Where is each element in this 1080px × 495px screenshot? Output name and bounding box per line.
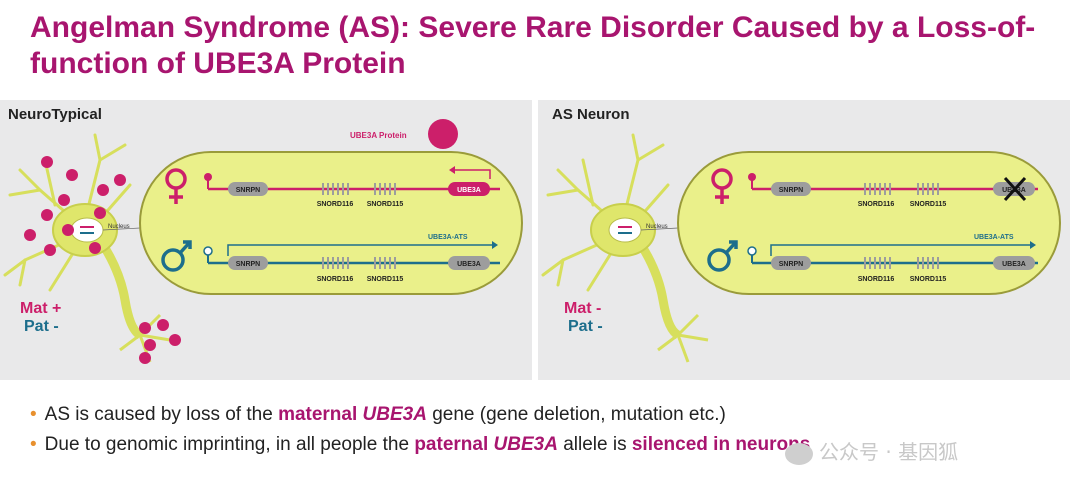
ube3a-protein-icon [428,119,458,149]
paternal-snord115-label: SNORD115 [367,276,404,283]
paternal-snrpn-label: SNRPN [236,261,261,268]
neurotypical-heading: NeuroTypical [8,106,102,123]
ats-arrow [770,244,1030,256]
bullet-text: Due to genomic imprinting, in all people… [44,434,415,455]
ube3a-protein-label: UBE3A Protein [350,131,407,140]
as-neuron-panel: AS Neuron Nucleus Mat - Pat - [538,100,1070,380]
axon-terminals [657,313,709,363]
nucleus-outline [677,151,1061,295]
paternal-snrpn-label: SNRPN [779,261,804,268]
nucleus-label: Nucleus [108,224,130,230]
ats-arrow [227,244,492,256]
paternal-ube3a-box [993,256,1035,270]
paternal-snrpn-box [771,256,811,270]
as-neuron-heading: AS Neuron [552,106,630,123]
maternal-snrpn-label: SNRPN [779,187,804,194]
bullet-item: • AS is caused by loss of the maternal UB… [30,400,1070,430]
bullet-text: AS is caused by loss of the [44,404,279,425]
maternal-snord116-label: SNORD116 [858,201,895,208]
maternal-snrpn-box [771,182,811,196]
maternal-snord-repeats [864,183,939,195]
bullet-dot-icon: • [30,434,37,455]
female-symbol-icon [711,168,733,204]
neuron-axon [96,237,143,340]
ats-label: UBE3A-ATS [428,234,468,241]
maternal-snord115-label: SNORD115 [367,201,404,208]
bullet-highlight-gene: UBE3A [493,434,558,455]
pat-label: Pat - [568,318,603,335]
maternal-transcription-arrow [455,169,491,179]
bullet-highlight-gene: UBE3A [362,404,427,425]
male-symbol-icon [161,240,192,272]
maternal-snord-repeats [322,183,396,195]
bullet-text: allele is [557,434,632,455]
neuron-nucleus [70,217,104,243]
maternal-snrpn-box [228,182,268,196]
maternal-snord116-label: SNORD116 [317,201,354,208]
as-neuron-diagram: Nucleus Mat - Pat - SNRPN SNORD116 SNORD… [541,133,1061,363]
watermark: 公众号 · 基因狐 [785,436,958,465]
bullet-dot-icon: • [30,404,37,425]
bullet-text: gene (gene deletion, mutation etc.) [426,404,726,425]
pat-label: Pat - [24,318,59,335]
paternal-ube3a-box [448,256,490,270]
maternal-snrpn-label: SNRPN [236,187,261,194]
wechat-icon [785,442,813,465]
paternal-snord115-label: SNORD115 [910,276,947,283]
maternal-ube3a-label: UBE3A [457,187,481,194]
page-title: Angelman Syndrome (AS): Severe Rare Diso… [30,11,1036,80]
neuron-nucleus [608,217,642,243]
neurotypical-diagram: Nucleus Mat + Pat - UBE3A Protein [3,119,523,364]
nucleus-outline [139,151,523,295]
bullet-highlight: paternal [414,434,494,455]
bullet-highlight: maternal [278,404,363,425]
male-symbol-icon [707,240,738,272]
nucleus-label: Nucleus [646,224,668,230]
paternal-snord-repeats [864,257,939,269]
bullet-highlight: silenced in neurons [631,434,811,455]
ube3a-protein-dots [24,156,181,364]
female-symbol-icon [165,168,187,204]
mat-label: Mat + [20,300,61,317]
maternal-snord115-label: SNORD115 [910,201,947,208]
bullet-item: • Due to genomic imprinting, in all peopl… [30,430,1070,460]
neuron-axon [634,237,681,340]
paternal-snrpn-box [228,256,268,270]
deletion-x-icon [1003,176,1027,202]
ats-label: UBE3A-ATS [974,234,1014,241]
paternal-snord-repeats [322,257,396,269]
mat-label: Mat - [564,300,601,317]
maternal-ube3a-box [448,182,490,196]
paternal-snord116-label: SNORD116 [858,276,895,283]
bullet-list: • AS is caused by loss of the maternal UB… [30,400,1070,460]
paternal-ube3a-label: UBE3A [457,261,481,268]
watermark-text: 公众号 · 基因狐 [819,440,959,464]
paternal-ube3a-label: UBE3A [1002,261,1026,268]
paternal-snord116-label: SNORD116 [317,276,354,283]
neurotypical-panel: NeuroTypical Nucleus Mat + Pat [0,100,532,380]
